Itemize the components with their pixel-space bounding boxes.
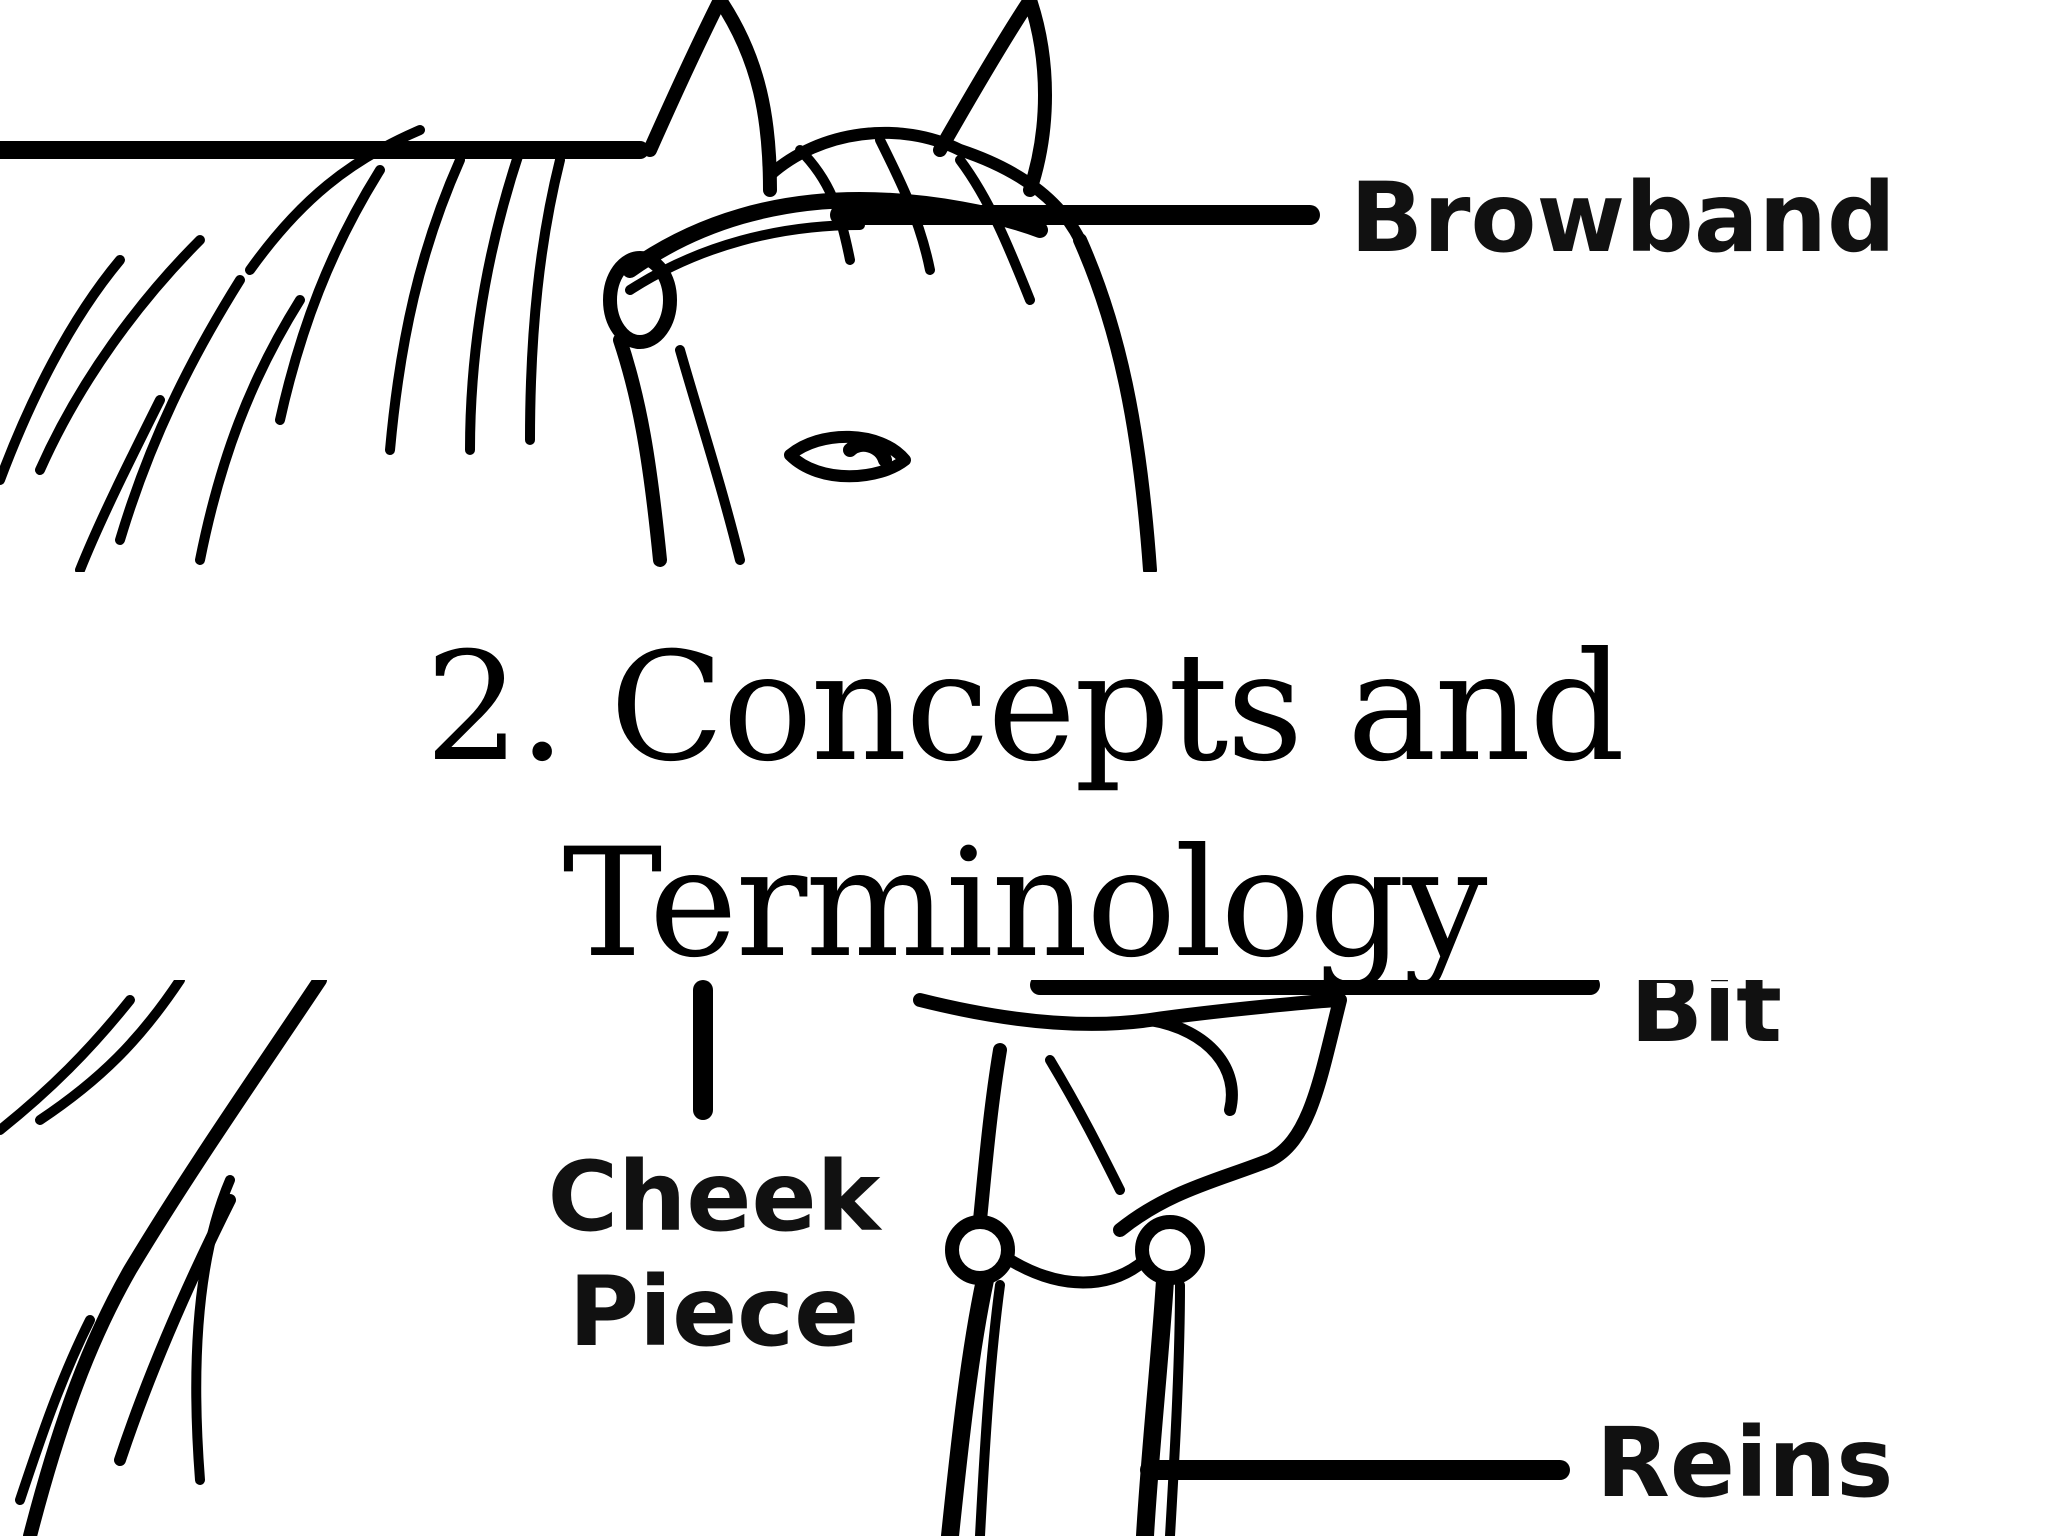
eye <box>784 430 911 483</box>
rein-left <box>941 1271 994 1536</box>
right-ear <box>933 0 1052 197</box>
bit-ring-right <box>1135 1215 1205 1285</box>
slide-title-line2: Terminology <box>562 817 1487 991</box>
rein-right <box>1136 1271 1174 1536</box>
title-band <box>0 572 2048 980</box>
label-browband: Browband <box>1350 162 1896 274</box>
label-cheek-piece: Cheek Piece <box>524 1140 904 1370</box>
left-ear <box>643 0 777 197</box>
head-outline <box>1073 233 1157 577</box>
browband-strap <box>622 192 1048 278</box>
label-reins: Reins <box>1596 1407 1894 1519</box>
bit-ring-left <box>945 1215 1015 1285</box>
label-cheek-line2: Piece <box>568 1256 860 1369</box>
label-cheek-line1: Cheek <box>547 1141 881 1253</box>
muzzle <box>913 993 1347 1237</box>
browband-rosette <box>603 251 677 349</box>
slide-title: 2. Concepts and Terminology <box>0 610 2048 1002</box>
slide-title-line1: 2. Concepts and <box>424 621 1625 795</box>
